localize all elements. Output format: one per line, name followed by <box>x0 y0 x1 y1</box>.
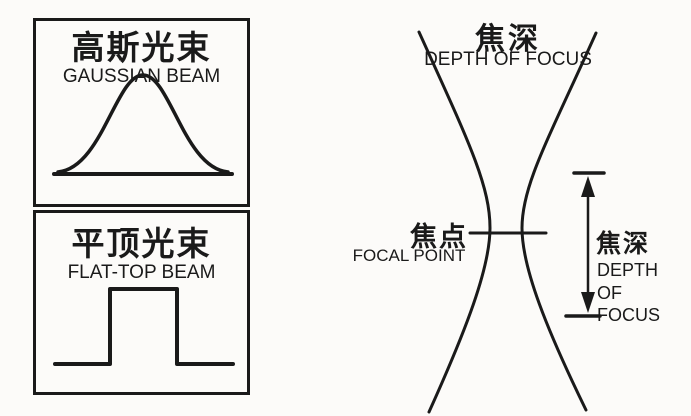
gaussian-beam-title-en: GAUSSIAN BEAM <box>62 66 221 87</box>
gaussian-beam-box: 高斯光束 GAUSSIAN BEAM <box>33 18 250 207</box>
focal-point-label-en: FOCAL POINT <box>352 246 466 265</box>
flat-top-beam-title-en: FLAT-TOP BEAM <box>67 262 216 283</box>
flat-top-beam-title-zh: 平顶光束 <box>71 225 212 262</box>
depth-of-focus-title-zh: 焦深 <box>475 23 541 56</box>
flat-top-beam-box: 平顶光束 FLAT-TOP BEAM <box>33 210 250 395</box>
gaussian-beam-title-zh: 高斯光束 <box>71 29 212 66</box>
depth-of-focus-title-en: DEPTH OF FOCUS <box>424 49 592 70</box>
focal-point-label-zh: 焦点 <box>410 222 468 252</box>
depth-of-focus-side-label-zh: 焦深 <box>596 230 651 258</box>
depth-of-focus-side-label-en: DEPTH OF FOCUS <box>597 260 660 326</box>
